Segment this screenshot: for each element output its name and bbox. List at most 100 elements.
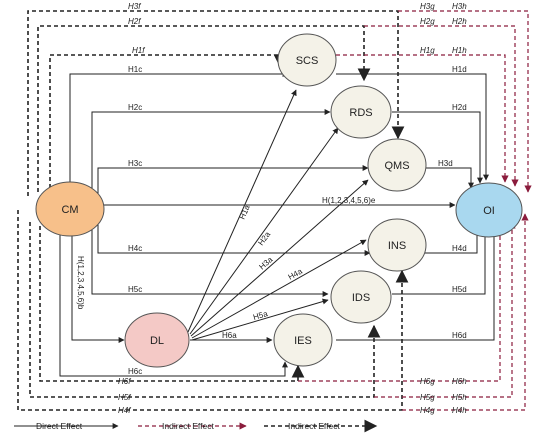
edge-h6g-h6h xyxy=(298,227,504,382)
edge-h2a xyxy=(189,127,339,335)
direct-edges xyxy=(59,71,497,377)
label-h1g: H1g xyxy=(420,46,435,55)
indirect-red-edges xyxy=(298,10,532,411)
edge-h4a xyxy=(191,239,367,339)
label-h6g: H6g xyxy=(420,377,435,386)
edge-h5f xyxy=(29,222,381,398)
label-h6c: H6c xyxy=(128,367,142,376)
node-rds-label: RDS xyxy=(349,107,372,119)
label-h6d: H6d xyxy=(452,331,467,340)
edge-h5a xyxy=(191,298,329,341)
node-ies: IES xyxy=(273,313,333,367)
indirect-dark-edges xyxy=(17,10,409,411)
edge-h2g-h2h xyxy=(364,25,519,187)
node-oi: OI xyxy=(455,182,523,238)
node-rds: RDS xyxy=(330,85,392,139)
label-h4d: H4d xyxy=(452,244,467,253)
edge-h2f xyxy=(37,25,371,192)
label-h3f: H3f xyxy=(128,2,141,11)
label-h123456e: H(1,2,3,4,5,6)e xyxy=(322,196,376,205)
edge-h6f xyxy=(39,226,305,382)
label-h2a: H2a xyxy=(256,230,272,248)
node-dl-label: DL xyxy=(150,335,164,347)
label-h4c: H4c xyxy=(128,244,142,253)
edge-h1g-h1h xyxy=(336,54,509,183)
label-h4h: H4h xyxy=(452,406,467,415)
edge-h2d xyxy=(392,111,483,184)
edge-h1c xyxy=(69,71,289,190)
node-ins-label: INS xyxy=(388,240,406,252)
node-qms-label: QMS xyxy=(384,160,409,172)
edge-h5d xyxy=(392,228,488,295)
node-ins-shape xyxy=(367,218,427,272)
label-h1d: H1d xyxy=(452,65,467,74)
edge-h3f xyxy=(27,10,405,196)
label-h1h: H1h xyxy=(452,46,467,55)
node-qms-shape xyxy=(367,138,427,192)
node-ids-shape xyxy=(330,270,392,324)
label-h2d: H2d xyxy=(452,103,467,112)
label-h3d: H3d xyxy=(438,159,453,168)
node-ies-shape xyxy=(273,313,333,367)
legend-direct-label: Direct Effect xyxy=(36,421,83,431)
node-scs: SCS xyxy=(277,33,337,87)
label-h1a: H1a xyxy=(238,203,252,221)
label-h4g: H4g xyxy=(420,406,435,415)
node-ids-label: IDS xyxy=(352,292,370,304)
label-h1f: H1f xyxy=(132,46,145,55)
edge-h3c xyxy=(97,165,369,198)
label-h2c: H2c xyxy=(128,103,142,112)
node-ies-label: IES xyxy=(294,335,312,347)
node-oi-shape xyxy=(455,182,523,238)
nodes: CM OI DL SCS RDS QMS INS IDS xyxy=(35,33,523,368)
label-h2g: H2g xyxy=(420,17,435,26)
node-cm-label: CM xyxy=(61,204,78,216)
label-h123456b: H(1,2,3,4,5,6)b xyxy=(76,256,85,310)
edge-h5g-h5h xyxy=(374,221,516,398)
label-h3a: H3a xyxy=(257,255,274,272)
label-h4f: H4f xyxy=(118,406,131,415)
node-ids: IDS xyxy=(330,270,392,324)
node-dl: DL xyxy=(124,312,190,368)
node-oi-label: OI xyxy=(483,205,495,217)
edge-h3d xyxy=(425,167,474,189)
legend-indirect-red-label: Indirect Effect xyxy=(162,421,214,431)
edge-h6c xyxy=(59,234,288,377)
label-h6a: H6a xyxy=(222,331,237,340)
edge-h1f xyxy=(49,54,287,188)
label-h5f: H5f xyxy=(118,393,131,402)
edge-h123456b xyxy=(71,232,125,343)
node-qms: QMS xyxy=(367,138,427,192)
label-h3h: H3h xyxy=(452,2,467,11)
legend: Direct Effect Indirect Effect Indirect E… xyxy=(14,419,378,433)
edge-h6d xyxy=(336,228,497,341)
edge-h4f xyxy=(17,210,409,411)
label-h5a: H5a xyxy=(252,309,269,322)
label-h3g: H3g xyxy=(420,2,435,11)
edge-h4c xyxy=(97,215,371,256)
label-h2h: H2h xyxy=(452,17,467,26)
node-dl-shape xyxy=(124,312,190,368)
label-h5d: H5d xyxy=(452,285,467,294)
edge-labels: H1c H2c H3c H4c H5c H6c H6a H(1,2,3,4,5,… xyxy=(76,2,467,415)
label-h6f: H6f xyxy=(118,377,131,386)
label-h5c: H5c xyxy=(128,285,142,294)
edge-h2c xyxy=(91,109,331,192)
edge-h5c xyxy=(91,220,329,297)
node-rds-shape xyxy=(330,85,392,139)
node-scs-label: SCS xyxy=(296,55,319,67)
label-h5g: H5g xyxy=(420,393,435,402)
edge-h1a xyxy=(187,89,297,333)
label-h5h: H5h xyxy=(452,393,467,402)
legend-indirect-dark-label: Indirect Effect xyxy=(288,421,340,431)
node-ins: INS xyxy=(367,218,427,272)
label-h3c: H3c xyxy=(128,159,142,168)
label-h2f: H2f xyxy=(128,17,141,26)
node-cm-shape xyxy=(35,181,105,237)
node-scs-shape xyxy=(277,33,337,87)
label-h1c: H1c xyxy=(128,65,142,74)
edge-h1d xyxy=(336,73,489,181)
label-h6h: H6h xyxy=(452,377,467,386)
edge-h4g-h4h xyxy=(402,213,529,411)
